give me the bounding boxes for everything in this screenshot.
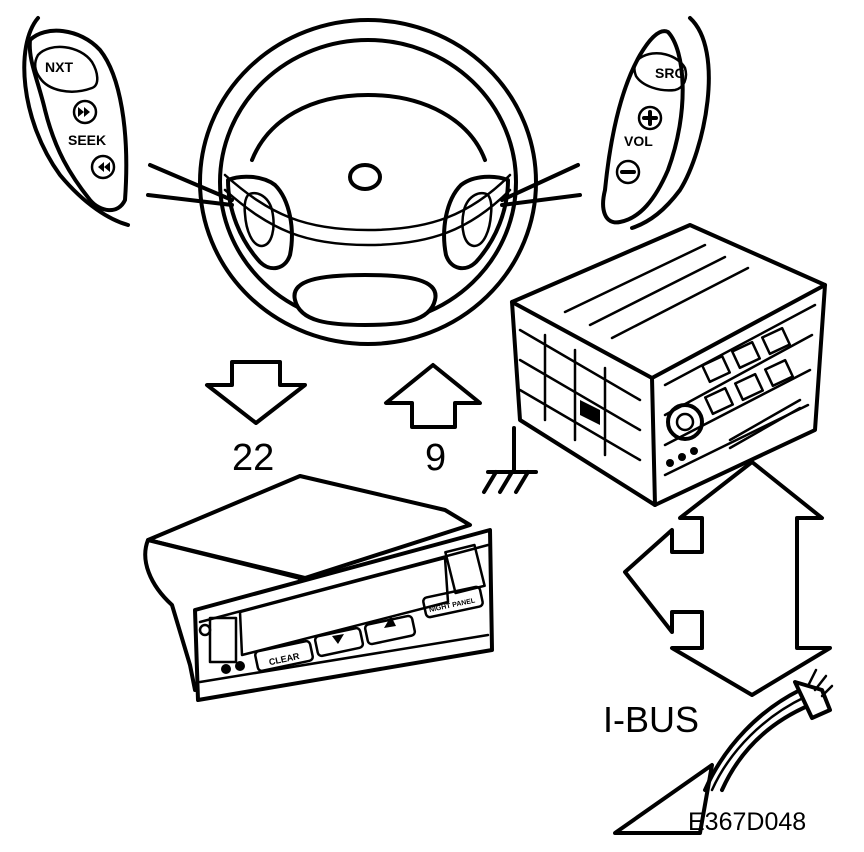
- steering-wheel: [198, 18, 538, 346]
- plus-icon: [637, 105, 663, 131]
- arrow-up-icon: [384, 363, 482, 429]
- nxt-label: NXT: [45, 59, 73, 75]
- figure-code: E367D048: [688, 808, 806, 836]
- fast-forward-icon: [72, 99, 98, 125]
- display-unit: CLEAR NIGHT PANEL: [143, 474, 494, 702]
- down-button[interactable]: [313, 626, 365, 658]
- ibus-cable: [613, 668, 834, 835]
- left-switch-pod: NXT SEEK: [22, 16, 234, 227]
- arrow-down-icon: [205, 360, 307, 425]
- minus-icon: [615, 159, 641, 185]
- vol-label: VOL: [624, 133, 653, 149]
- src-label: SRC: [655, 65, 685, 81]
- rewind-icon: [90, 154, 116, 180]
- seek-label: SEEK: [68, 132, 106, 148]
- signal-9-label: 9: [425, 437, 446, 479]
- double-arrow-icon: [623, 460, 832, 697]
- ibus-label: I-BUS: [603, 699, 699, 740]
- radio-unit: [510, 223, 827, 507]
- up-button[interactable]: [363, 614, 417, 646]
- right-switch-pod: SRC VOL: [500, 16, 711, 230]
- ground-symbol-icon: [482, 426, 538, 494]
- signal-22-label: 22: [232, 437, 274, 479]
